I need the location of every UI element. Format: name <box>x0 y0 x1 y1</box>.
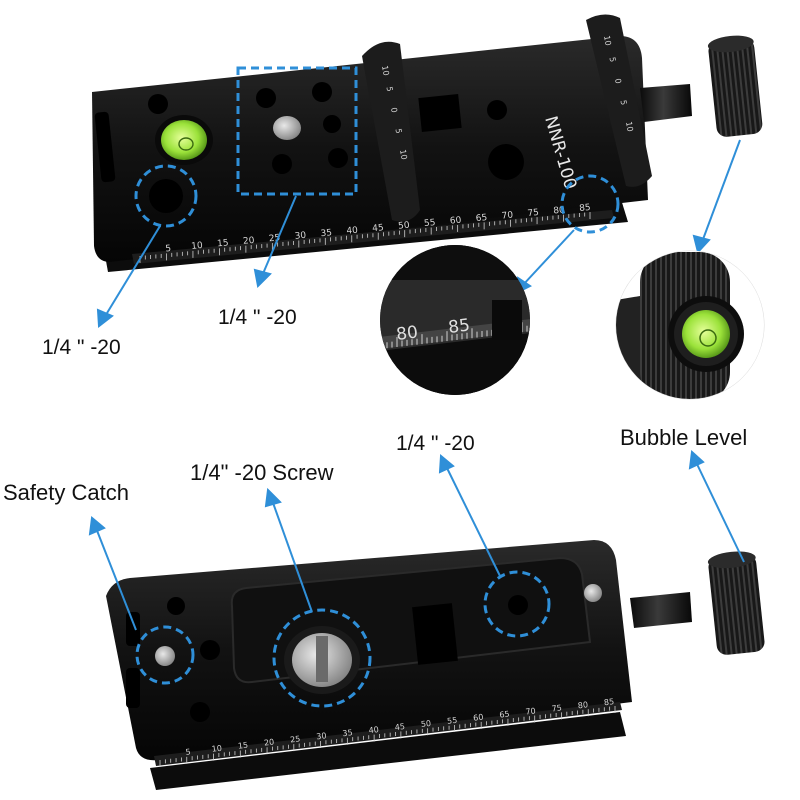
ruler-label: 75 <box>527 208 539 219</box>
ruler-label: 55 <box>424 218 436 229</box>
clamp-scale-label: 10 <box>602 35 613 47</box>
ruler-label: 15 <box>217 238 229 249</box>
bubble-zoom <box>615 250 765 400</box>
ruler-label: 35 <box>342 728 353 738</box>
clamp-scale-label: 5 <box>385 86 395 93</box>
ruler-label: 20 <box>243 236 256 247</box>
ruler-label: 75 <box>551 703 562 713</box>
ruler-label: 35 <box>320 228 332 239</box>
leader-lines-top <box>96 139 741 328</box>
bottom-clamp: 5 10 15 20 25 30 35 40 45 50 55 60 65 70 75 80 85 <box>106 540 765 790</box>
ruler-label: 10 <box>191 241 204 252</box>
clamp-scale-label: 5 <box>608 56 618 63</box>
scale-zoom: 80 85 <box>380 245 530 395</box>
label-safety-catch: Safety Catch <box>3 480 129 505</box>
safety-catch-screw <box>155 646 175 666</box>
ruler-label: 70 <box>525 706 536 716</box>
ruler-label: 10 <box>211 744 222 754</box>
hole-grid-callout <box>236 66 358 196</box>
ruler-label: 60 <box>473 713 484 723</box>
mounting-hole <box>149 179 183 213</box>
label-hole-right: 1/4 " -20 <box>396 432 475 455</box>
ruler-label: 25 <box>290 734 301 744</box>
bubble-level <box>161 120 207 160</box>
bottom-ruler: 5 10 15 20 25 30 35 40 45 50 55 60 65 70 75 80 85 <box>159 697 616 767</box>
clamp-scale: 10 5 0 5 10 10 5 0 5 10 <box>380 35 635 161</box>
ruler-label: 30 <box>316 731 327 741</box>
ruler-label: 80 <box>577 700 588 710</box>
knob <box>707 35 763 137</box>
clamp-scale-label: 0 <box>613 78 623 85</box>
label-hole-center: 1/4 " -20 <box>218 306 297 329</box>
label-hole-left: 1/4 " -20 <box>42 336 121 359</box>
clamp-scale-label: 10 <box>398 149 409 161</box>
ruler-label: 55 <box>447 716 458 726</box>
ruler-label: 65 <box>475 213 487 224</box>
zoom-scale-85: 85 <box>447 315 471 337</box>
clamp-scale-label: 10 <box>624 121 635 133</box>
clamp-scale-label: 5 <box>619 99 629 106</box>
top-ruler: 5 10 15 20 25 30 35 40 45 50 55 60 65 70 75 80 85 <box>139 203 591 263</box>
ruler-label: 45 <box>394 722 405 732</box>
ruler-label: 50 <box>398 221 411 232</box>
ruler-label: 30 <box>294 231 307 242</box>
zoom-scale-80: 80 <box>395 322 419 344</box>
ruler-label: 60 <box>449 216 462 227</box>
screw <box>273 116 301 140</box>
label-screw: 1/4" -20 Screw <box>190 460 334 485</box>
ruler-label: 40 <box>346 226 359 237</box>
ruler-label: 5 <box>185 747 191 757</box>
ruler-label: 20 <box>264 737 275 747</box>
ruler-label: 15 <box>237 741 248 751</box>
clamp-scale-label: 0 <box>389 107 399 114</box>
ruler-label: 65 <box>499 710 510 720</box>
ruler-label: 85 <box>579 203 591 214</box>
ruler-label: 40 <box>368 725 379 735</box>
ruler-label: 25 <box>268 233 280 244</box>
ruler-label: 80 <box>553 205 566 216</box>
ruler-label: 5 <box>165 244 172 255</box>
leader-lines-bottom <box>88 449 745 631</box>
ruler-label: 45 <box>372 223 384 234</box>
label-bubble-level: Bubble Level <box>620 425 748 450</box>
ruler-label: 70 <box>501 210 514 221</box>
ruler-label: 85 <box>603 697 614 707</box>
clamp-scale-label: 10 <box>380 65 391 77</box>
ruler-label: 50 <box>420 719 431 729</box>
clamp-scale-label: 5 <box>394 128 404 135</box>
